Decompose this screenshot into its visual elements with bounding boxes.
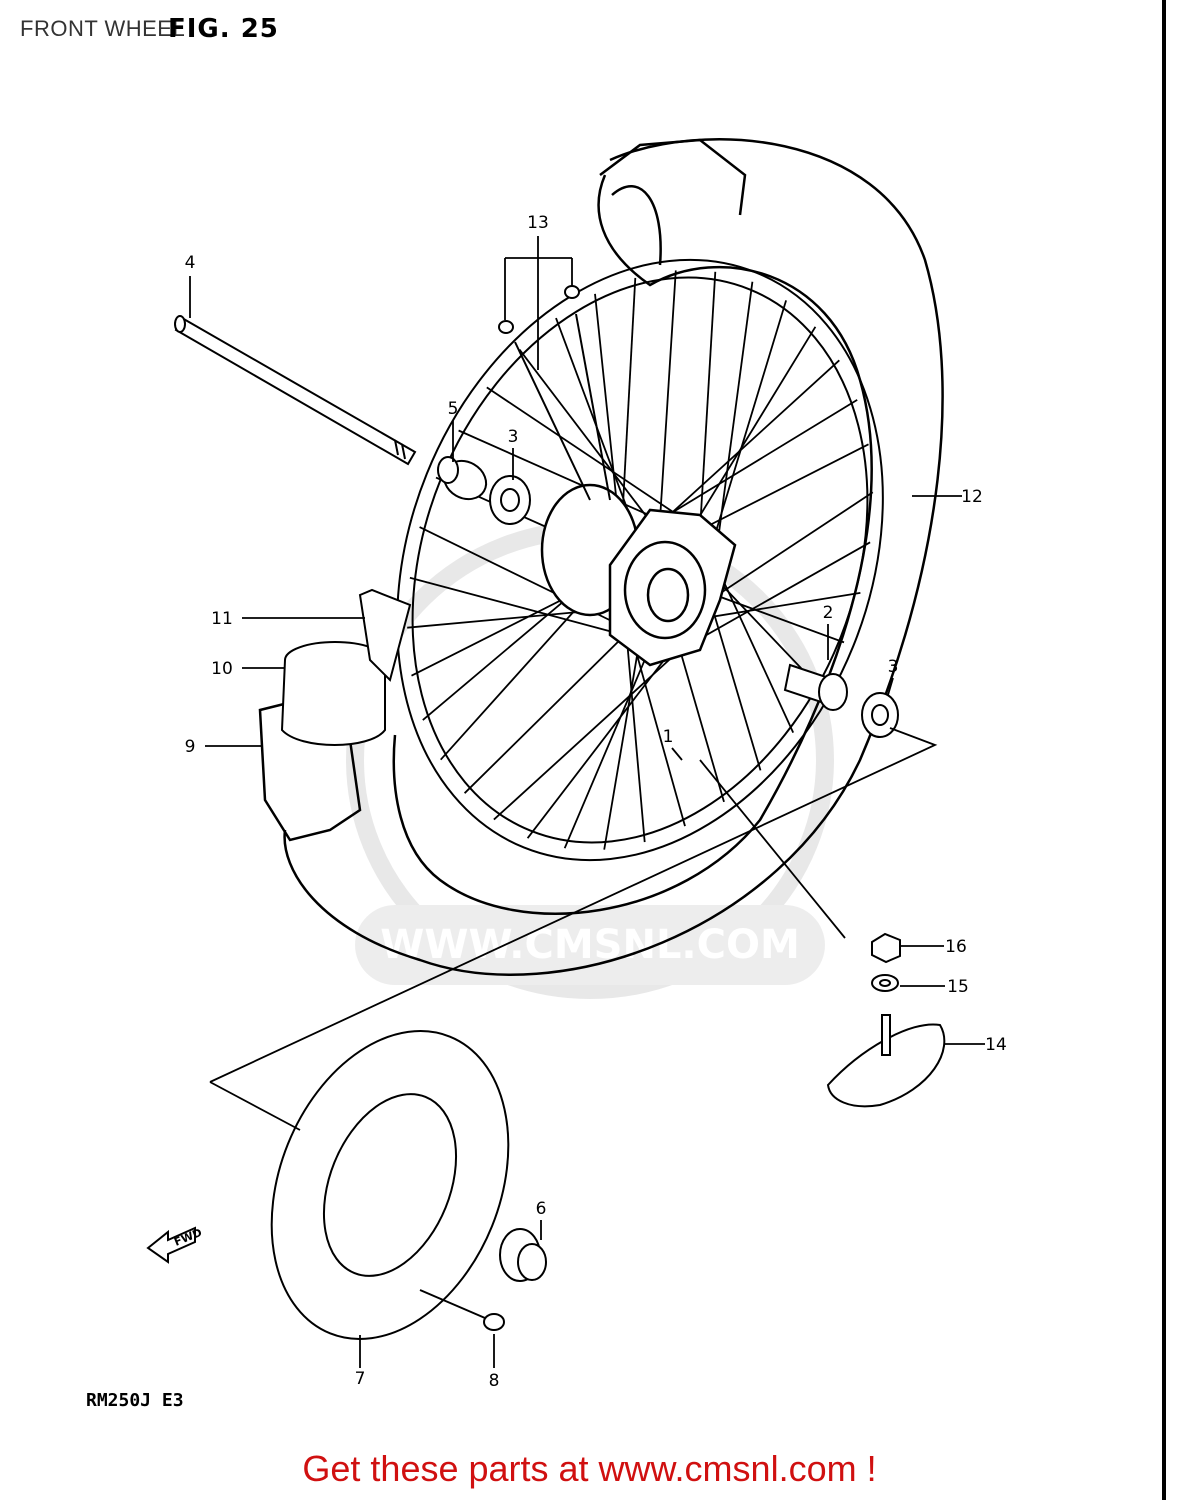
callout-label-2: 2 xyxy=(823,603,834,623)
nut xyxy=(871,932,901,964)
projection-lines xyxy=(209,727,938,1131)
bearing-right xyxy=(861,692,899,738)
callout-label-15: 15 xyxy=(947,977,969,997)
spoke xyxy=(679,541,871,651)
callout-label-3b: 3 xyxy=(888,657,899,677)
model-code: RM250J E3 xyxy=(86,1390,184,1411)
spoke xyxy=(659,399,858,521)
watermark: WWW.CMSNL.COM xyxy=(346,521,834,999)
leader-line-3b xyxy=(887,677,894,696)
spoke xyxy=(679,649,725,803)
watermark-text: WWW.CMSNL.COM xyxy=(380,922,800,968)
axle xyxy=(174,315,417,466)
header-title: FRONT WHEEL xyxy=(20,16,186,41)
callout-label-12: 12 xyxy=(961,487,983,507)
figure-label: FIG. 25 xyxy=(168,14,279,44)
spoke xyxy=(486,386,701,531)
callout-label-9: 9 xyxy=(185,737,196,757)
brake-disc xyxy=(270,1030,510,1340)
callout-label-5: 5 xyxy=(448,399,459,419)
washer xyxy=(871,974,899,992)
spacer xyxy=(783,663,848,711)
fwd-arrow: FWD xyxy=(146,1226,204,1264)
callout-label-8: 8 xyxy=(489,1371,500,1391)
spoke xyxy=(709,491,874,601)
callout-label-3a: 3 xyxy=(508,427,519,447)
callout-label-4: 4 xyxy=(185,253,196,273)
spoke xyxy=(493,649,681,821)
bearing-left xyxy=(489,475,531,525)
callout-label-10: 10 xyxy=(211,659,233,679)
collar xyxy=(437,456,488,501)
callout-label-13: 13 xyxy=(527,213,549,233)
footer-link[interactable]: Get these parts at www.cmsnl.com ! xyxy=(302,1448,877,1489)
footer-banner[interactable]: Get these parts at www.cmsnl.com ! xyxy=(0,1448,1179,1490)
spoke xyxy=(709,599,762,771)
spoke xyxy=(699,443,869,531)
tube xyxy=(280,641,386,746)
rim-band xyxy=(358,588,412,682)
callout-label-7: 7 xyxy=(355,1369,366,1389)
valve-protector xyxy=(826,1014,946,1108)
spoke-set xyxy=(498,285,611,501)
callout-label-14: 14 xyxy=(985,1035,1007,1055)
leader-line-13 xyxy=(504,236,573,370)
spoke xyxy=(659,270,677,521)
leader-line-1 xyxy=(671,747,683,761)
callout-label-16: 16 xyxy=(945,937,967,957)
disc-bolt xyxy=(419,1289,505,1331)
spoke xyxy=(699,271,717,531)
page-edge-rule xyxy=(1162,0,1166,1500)
callout-label-11: 11 xyxy=(211,609,233,629)
callout-label-1: 1 xyxy=(663,727,674,747)
disc-collar xyxy=(499,1228,547,1282)
spoke xyxy=(463,629,631,794)
spoke xyxy=(629,629,686,827)
leader-lines xyxy=(189,236,985,1368)
callout-label-6: 6 xyxy=(536,1199,547,1219)
hub xyxy=(540,483,737,667)
